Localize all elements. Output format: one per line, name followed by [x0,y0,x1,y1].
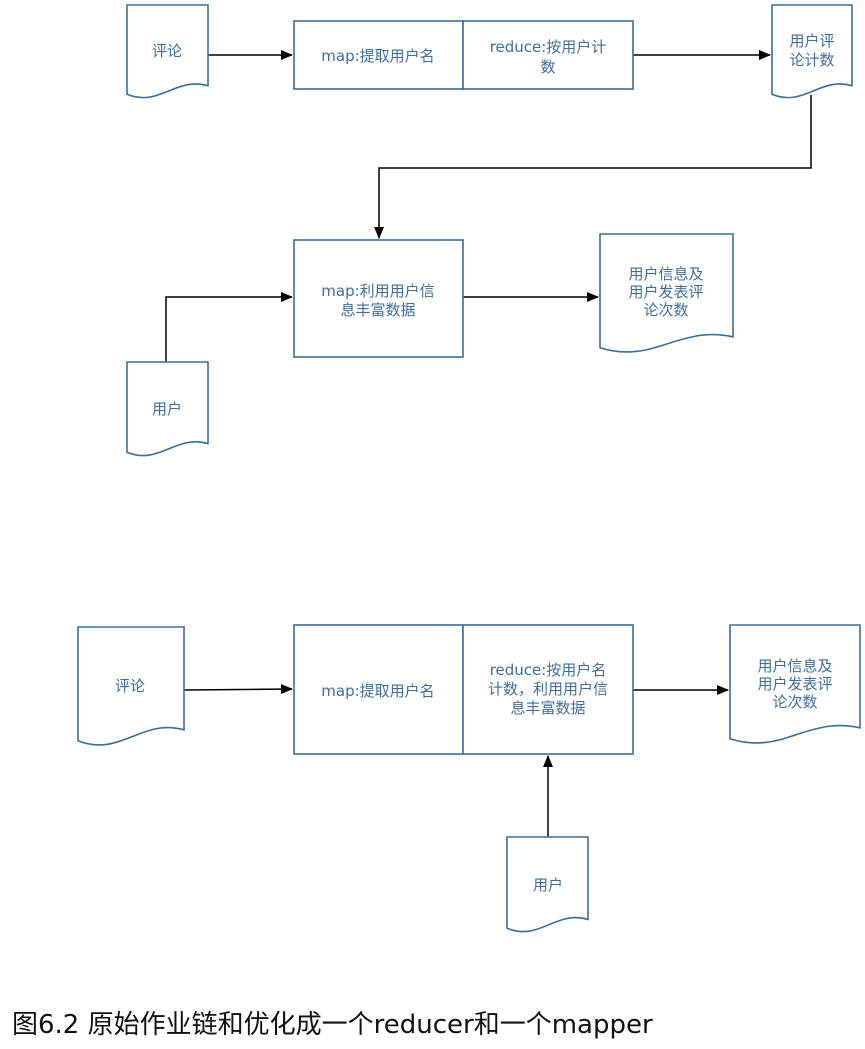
reduce-count-by-user-box [462,20,634,90]
map-label: map:提取用户名 [321,47,434,65]
reduce-count-and-enrich-box [462,624,634,755]
users-document [126,361,209,457]
reduce-label: reduce:按用户计数 [490,38,607,76]
user-counts-label: 用户评论计数 [789,32,834,69]
arrow-counts-to-map2 [374,95,812,239]
output-label: 用户信息及用户发表评论次数 [628,265,703,319]
users-label: 用户 [152,400,182,418]
comments-document [126,4,209,99]
user-info-output-document [599,233,734,353]
map2-label: map:利用用户信息丰富数据 [321,282,434,319]
arrow-comments-to-map-bottom [183,684,293,695]
map-extract-username-box-bottom [293,624,464,755]
comments-label: 评论 [152,42,182,60]
comments-label-bottom: 评论 [115,677,145,695]
map-label-bottom: map:提取用户名 [321,682,434,700]
figure-caption: 图6.2 原始作业链和优化成一个reducer和一个mapper [12,1010,653,1040]
map-extract-username-box [293,20,464,90]
comments-document-bottom [77,626,185,746]
users-document-bottom [506,836,589,933]
map-enrich-user-box [293,239,464,358]
reduce-label-bottom: reduce:按用户名计数，利用用户信息丰富数据 [488,661,608,717]
arrow-users-to-map2 [165,292,293,362]
users-label-bottom: 用户 [533,876,563,894]
user-info-output-document-bottom [729,624,861,744]
output-label-bottom: 用户信息及用户发表评论次数 [757,657,832,711]
user-comment-count-document [771,4,853,99]
